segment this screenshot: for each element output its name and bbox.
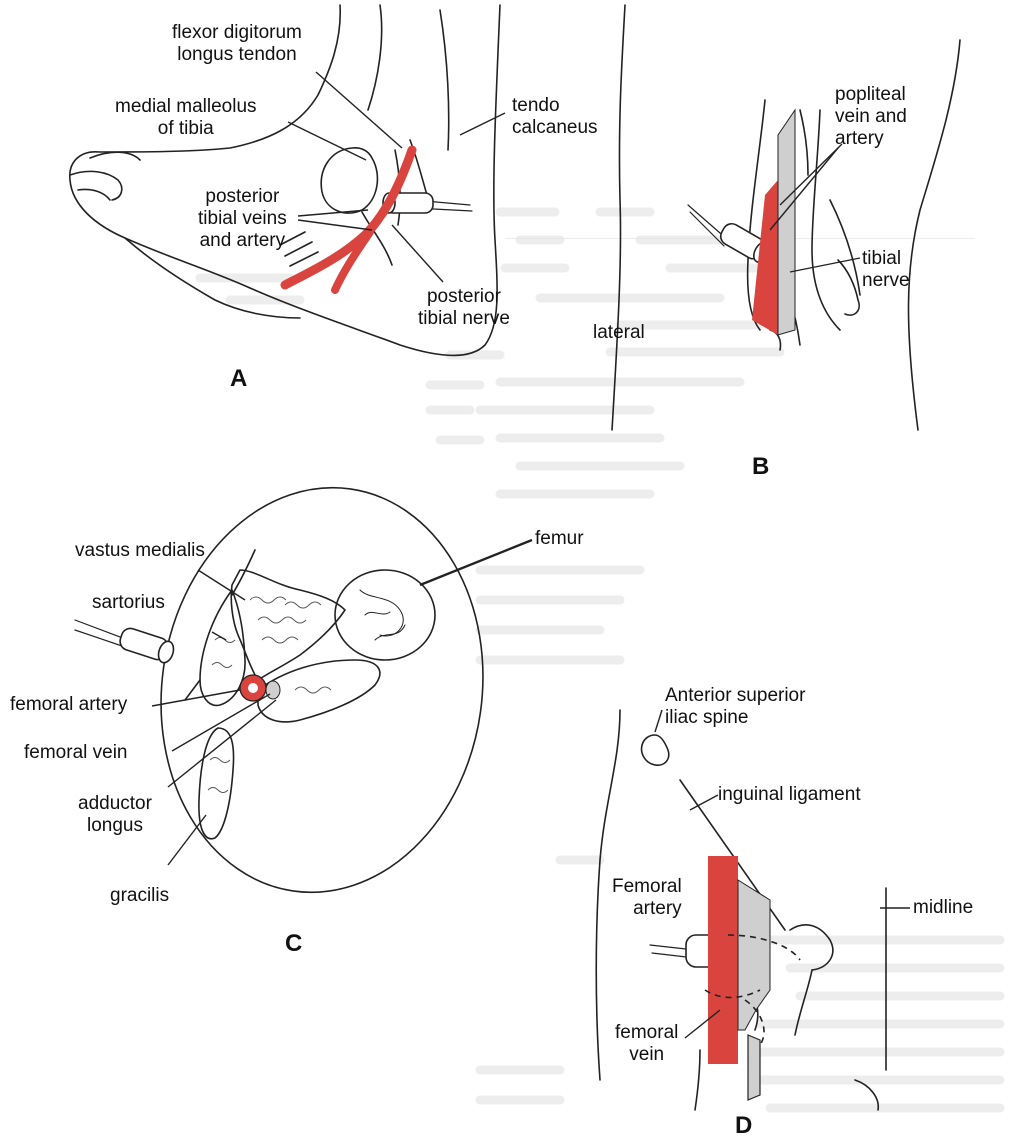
panel-a-leaders: [288, 72, 505, 282]
label-popliteal-vein-artery: popliteal vein and artery: [835, 84, 907, 150]
panel-d-vessels: [708, 856, 770, 1100]
label-femoral-vein-c: femoral vein: [24, 742, 128, 764]
label-medial-malleolus: medial malleolus of tibia: [115, 96, 257, 140]
label-midline: midline: [913, 897, 973, 919]
label-femur: femur: [535, 528, 584, 550]
panel-letter-b: B: [752, 453, 769, 481]
label-flexor-digitorum-longus: flexor digitorum longus tendon: [172, 22, 302, 66]
panel-letter-c: C: [285, 930, 302, 958]
label-anterior-superior-iliac-spine: Anterior superior iliac spine: [665, 685, 805, 729]
label-tendo-calcaneus: tendo calcaneus: [512, 95, 598, 139]
label-femoral-artery-d: Femoral artery: [612, 876, 682, 920]
panel-c-drawing: [75, 467, 509, 914]
label-femoral-artery-c: femoral artery: [10, 694, 127, 716]
panel-d-leaders: [655, 710, 910, 1038]
label-lateral: lateral: [593, 322, 645, 344]
label-posterior-tibial-vessels: posterior tibial veins and artery: [198, 186, 287, 252]
bleed-through-lines: [200, 212, 1000, 1108]
label-tibial-nerve: tibial nerve: [862, 248, 910, 292]
label-adductor-longus: adductor longus: [78, 793, 152, 837]
panel-letter-a: A: [230, 365, 247, 393]
label-posterior-tibial-nerve: posterior tibial nerve: [418, 286, 510, 330]
label-inguinal-ligament: inguinal ligament: [718, 784, 861, 806]
panel-a-vessels: [285, 150, 412, 290]
label-femoral-vein-d: femoral vein: [615, 1022, 678, 1066]
label-sartorius: sartorius: [92, 592, 165, 614]
label-vastus-medialis: vastus medialis: [75, 540, 205, 562]
label-gracilis: gracilis: [110, 885, 169, 907]
panel-b-vessels: [752, 110, 795, 335]
panel-letter-d: D: [735, 1112, 752, 1140]
